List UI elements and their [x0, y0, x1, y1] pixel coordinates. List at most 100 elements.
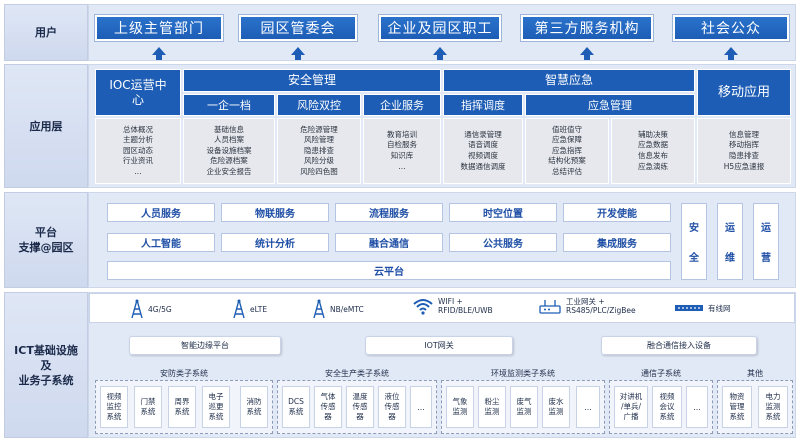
list-item: 风险分级	[304, 156, 334, 166]
sys-radio-broadcast[interactable]: 对讲机 /单兵/ 广播	[614, 386, 648, 428]
platform-cloud[interactable]: 云平台	[107, 261, 671, 280]
list-item: 值班值守	[552, 124, 582, 134]
app-safety-sub-risk[interactable]: 风险双控	[277, 94, 361, 116]
app-ioc-items: 总体概况 主题分析 园区动态 行业资讯 ...	[95, 118, 181, 184]
list-item: 风险四色图	[300, 166, 338, 176]
network-label: 工业网关 + RS485/PLC/ZigBee	[566, 297, 636, 315]
list-item: 园区动态	[123, 145, 153, 155]
label-platform: 平台 支撑@园区	[4, 192, 88, 288]
vertical-char: 维	[725, 252, 735, 264]
list-item: 自检服务	[387, 140, 417, 150]
platform-ai[interactable]: 人工智能	[107, 233, 215, 252]
list-item: 教育培训	[387, 129, 417, 139]
list-item: 视频调度	[468, 151, 498, 160]
app-emergency-sub-dispatch[interactable]: 指挥调度	[443, 94, 523, 116]
list-item: 数据通信调度	[460, 161, 506, 171]
platform-public-service[interactable]: 公共服务	[449, 233, 557, 252]
more-indicator: ...	[576, 386, 600, 428]
platform-ops-column[interactable]: 运 维	[717, 203, 743, 280]
vertical-char: 全	[689, 252, 699, 264]
sys-weather[interactable]: 气象 监测	[446, 386, 474, 428]
app-safety-sub-archive[interactable]: 一企一档	[183, 94, 275, 116]
user-park-committee[interactable]: 园区管委会	[239, 15, 357, 41]
list-item: ...	[134, 166, 142, 176]
sys-wastewater[interactable]: 废水 监测	[542, 386, 570, 428]
arrow-up-icon	[433, 47, 447, 60]
list-item: 人员档案	[214, 135, 244, 145]
platform-convergent-comm[interactable]: 融合通信	[335, 233, 443, 252]
sys-level-sensor[interactable]: 液位 传感 器	[378, 386, 406, 428]
list-item: H5应急速报	[723, 161, 765, 171]
app-service-items: 教育培训 自检服务 知识库 ...	[363, 118, 441, 184]
group-title-environment: 环境监测类子系统	[491, 369, 555, 378]
network-strip: 4G/5G eLTE NB/eMTC WIFI + RFID/BLE/UWB 工…	[89, 293, 795, 323]
platform-dev-enablement[interactable]: 开发使能	[563, 203, 671, 222]
list-item: 通信录管理	[464, 129, 502, 139]
network-wired: 有线网	[674, 303, 731, 313]
list-item: ...	[398, 161, 406, 171]
sys-dcs[interactable]: DCS 系统	[282, 386, 310, 428]
user-third-party[interactable]: 第三方服务机构	[521, 15, 653, 41]
group-security: 视频 监控 系统 门禁 系统 周界 系统 电子 巡更 系统 消防 系统	[95, 380, 273, 434]
app-management-items-2: 辅助决策 应急数据 信息发布 应急演练	[611, 118, 695, 184]
platform-integration-service[interactable]: 集成服务	[563, 233, 671, 252]
platform-operation-column[interactable]: 运 营	[753, 203, 779, 280]
app-management-items: 值班值守 应急保障 应急指挥 结构化预案 总结评估	[525, 118, 609, 184]
convergent-access-device[interactable]: 融合通信接入设备	[601, 336, 757, 355]
user-layer: 上级主管部门 园区管委会 企业及园区职工 第三方服务机构 社会公众	[88, 4, 796, 61]
sys-patrol[interactable]: 电子 巡更 系统	[202, 386, 230, 428]
app-ioc-title[interactable]: IOC运营中心	[95, 69, 181, 116]
vertical-char: 运	[725, 223, 735, 235]
sys-power-monitoring[interactable]: 电力 监测 系统	[758, 386, 788, 428]
sys-temp-sensor[interactable]: 温度 传感 器	[346, 386, 374, 428]
arrow-up-icon	[152, 47, 166, 60]
platform-personnel-service[interactable]: 人员服务	[107, 203, 215, 222]
list-item: 应急指挥	[552, 145, 582, 155]
sys-gas-sensor[interactable]: 气体 传感 器	[314, 386, 342, 428]
sys-fire[interactable]: 消防 系统	[240, 386, 268, 428]
network-nb-emtc: NB/eMTC	[312, 299, 364, 319]
network-4g-5g: 4G/5G	[130, 299, 172, 319]
platform-iot-service[interactable]: 物联服务	[221, 203, 329, 222]
user-superior-dept[interactable]: 上级主管部门	[95, 15, 223, 41]
sys-video-surveillance[interactable]: 视频 监控 系统	[100, 386, 128, 428]
app-emergency-title[interactable]: 智慧应急	[443, 69, 695, 92]
wifi-icon	[413, 299, 433, 315]
sys-material-mgmt[interactable]: 物资 管理 系统	[722, 386, 752, 428]
network-label: 有线网	[708, 303, 731, 313]
sys-dust[interactable]: 粉尘 监测	[478, 386, 506, 428]
label-ict: ICT基础设施 及 业务子系统	[4, 292, 88, 438]
group-title-comm: 通信子系统	[641, 369, 681, 378]
platform-statistics[interactable]: 统计分析	[221, 233, 329, 252]
iot-gateway-bar[interactable]: IOT网关	[365, 336, 513, 355]
more-indicator: ...	[686, 386, 708, 428]
list-item: 信息发布	[638, 151, 668, 160]
network-elte: eLTE	[232, 299, 267, 319]
list-item: 风险管理	[304, 135, 334, 145]
list-item: 设备设施档案	[206, 145, 252, 155]
app-safety-sub-service[interactable]: 企业服务	[363, 94, 441, 116]
user-public[interactable]: 社会公众	[673, 15, 789, 41]
network-label: NB/eMTC	[330, 304, 364, 314]
list-item: 基础信息	[214, 124, 244, 134]
app-dispatch-items: 通信录管理 语音调度 视频调度 数据通信调度	[443, 118, 523, 184]
list-item: 隐患排查	[729, 151, 759, 160]
user-enterprise-staff[interactable]: 企业及园区职工	[379, 15, 501, 41]
list-item: 辅助决策	[638, 129, 668, 139]
app-safety-title[interactable]: 安全管理	[183, 69, 441, 92]
sys-exhaust[interactable]: 废气 监测	[510, 386, 538, 428]
app-mobile-title[interactable]: 移动应用	[697, 69, 791, 116]
app-archive-items: 基础信息 人员档案 设备设施档案 危险源档案 企业安全报告	[183, 118, 275, 184]
app-emergency-sub-management[interactable]: 应急管理	[525, 94, 695, 116]
list-item: 企业安全报告	[206, 166, 252, 176]
platform-location[interactable]: 时空位置	[449, 203, 557, 222]
sys-video-conference[interactable]: 视频 会议 系统	[652, 386, 682, 428]
sys-access-control[interactable]: 门禁 系统	[134, 386, 162, 428]
platform-process-service[interactable]: 流程服务	[335, 203, 443, 222]
sys-perimeter[interactable]: 周界 系统	[168, 386, 196, 428]
smart-edge-platform[interactable]: 智能边缘平台	[129, 336, 281, 355]
list-item: 知识库	[390, 151, 414, 160]
list-item: 结构化预案	[548, 156, 586, 166]
platform-safety-column[interactable]: 安 全	[681, 203, 707, 280]
more-indicator: ...	[410, 386, 432, 428]
